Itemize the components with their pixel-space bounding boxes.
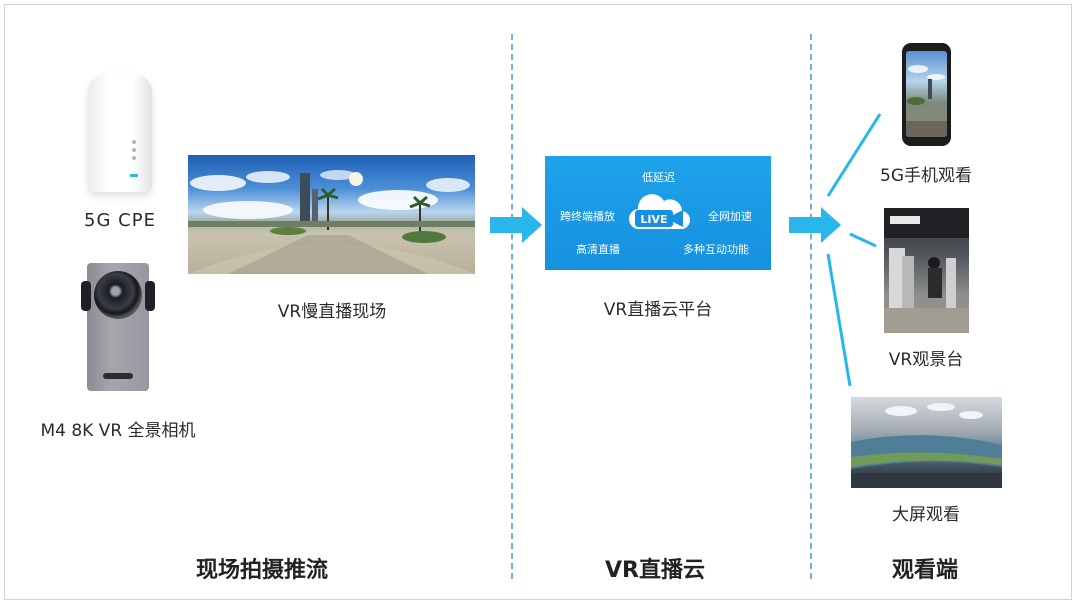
camera-label: M4 8K VR 全景相机 — [40, 421, 196, 441]
phone-image — [902, 43, 951, 146]
section-viewing-title: 观看端 — [892, 558, 959, 583]
section-cloud-title: VR直播云 — [605, 558, 705, 583]
divider-left — [511, 34, 513, 579]
pano-label: VR慢直播现场 — [277, 302, 387, 322]
feature-low-latency: 低延迟 — [642, 171, 675, 184]
feature-hd-live: 高清直播 — [576, 243, 620, 256]
vr-stand-image — [884, 208, 969, 333]
big-screen-image — [851, 397, 1002, 488]
divider-right — [810, 34, 812, 579]
diagram-frame — [4, 4, 1072, 600]
panorama-scene — [188, 170, 475, 274]
distribution-lines — [826, 113, 882, 387]
live-cloud-icon: LIVE — [628, 193, 691, 233]
platform-label: VR直播云平台 — [603, 300, 713, 320]
big-screen-label: 大屏观看 — [892, 505, 960, 525]
cpe-label: 5G CPE — [84, 210, 156, 231]
cpe-router-image — [88, 74, 152, 192]
section-capture-title: 现场拍摄推流 — [196, 558, 329, 583]
vr-camera-image — [81, 263, 155, 391]
arrow-to-cloud — [490, 207, 542, 243]
feature-interaction: 多种互动功能 — [683, 243, 749, 256]
feature-cross-device: 跨终端播放 — [560, 210, 615, 223]
phone-label: 5G手机观看 — [880, 166, 972, 186]
vr-stand-label: VR观景台 — [888, 350, 964, 370]
live-badge-text: LIVE — [640, 213, 667, 226]
feature-network-accel: 全网加速 — [708, 210, 752, 223]
panorama-image — [188, 155, 475, 274]
arrow-to-viewers — [789, 207, 841, 243]
